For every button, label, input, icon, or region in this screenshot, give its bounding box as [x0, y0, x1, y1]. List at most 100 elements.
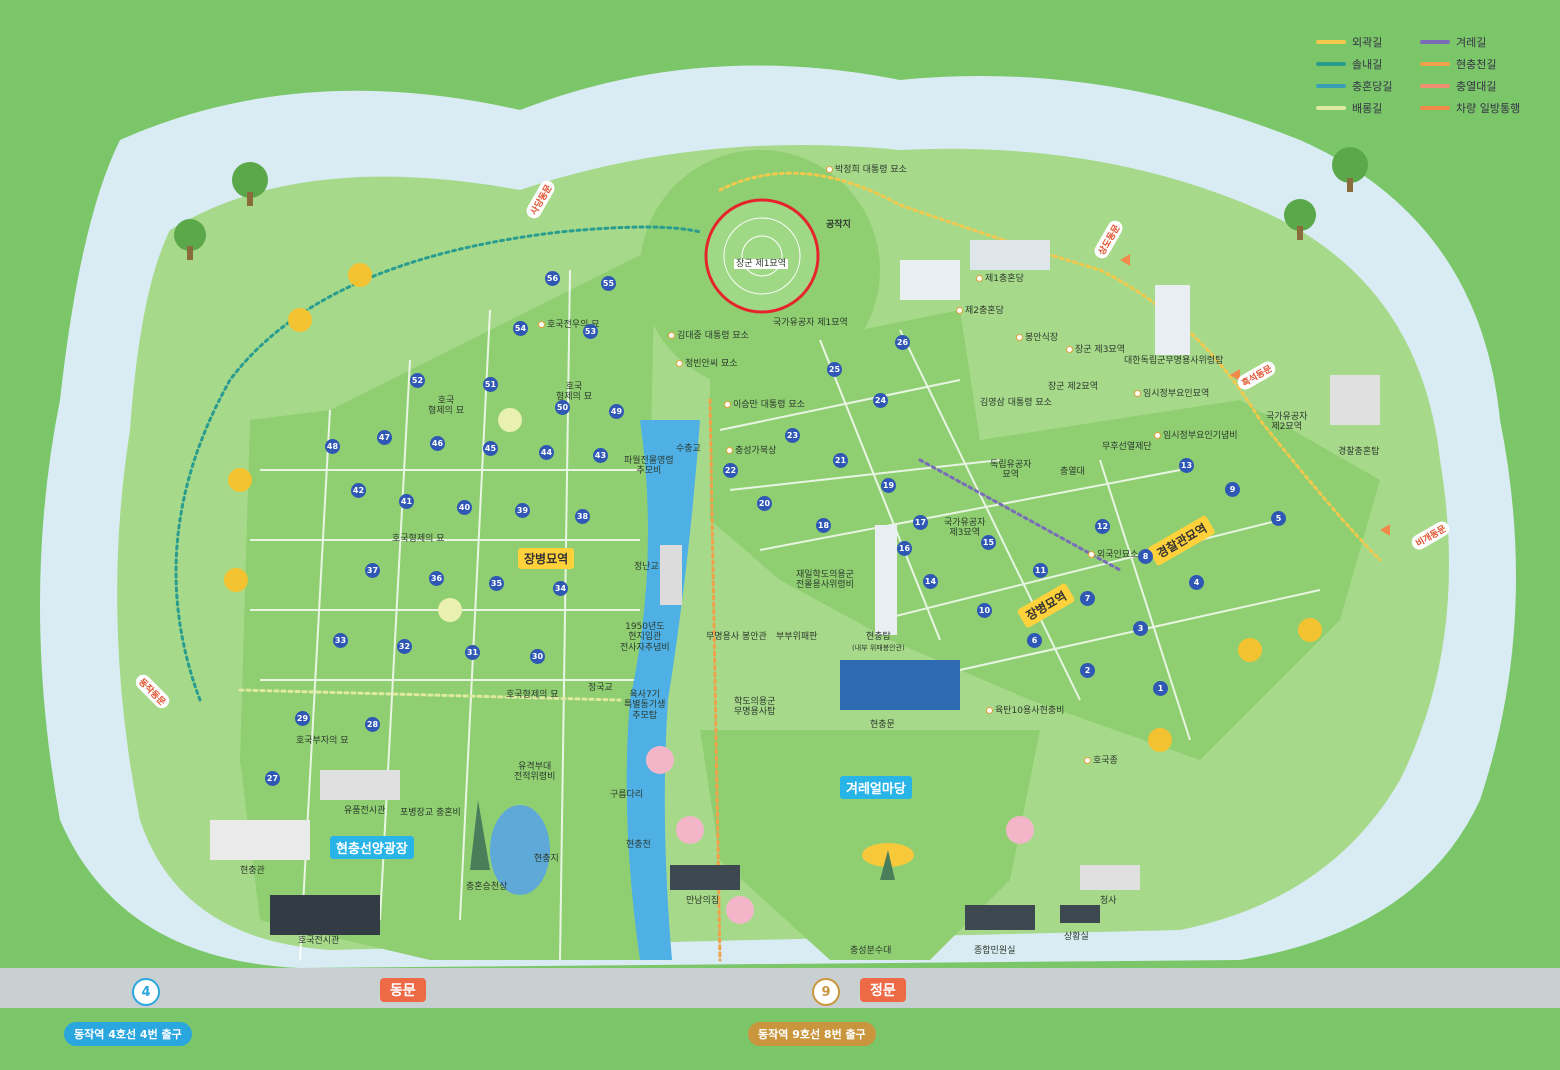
label-police-tower[interactable]: 경찰충혼탑 — [1338, 447, 1380, 457]
label-civil[interactable]: 종합민원실 — [974, 946, 1016, 956]
label-bongan[interactable]: 봉안식장 — [1016, 333, 1058, 343]
plot-marker-52[interactable]: 52 — [410, 373, 425, 388]
plot-marker-28[interactable]: 28 — [365, 717, 380, 732]
label-independence-tower[interactable]: 대한독립군무명용사위령탑 — [1124, 356, 1224, 366]
east-gate-button[interactable]: 동문 — [380, 978, 426, 1002]
label-jangbin[interactable]: 정빈안씨 묘소 — [676, 359, 738, 369]
plot-marker-47[interactable]: 47 — [377, 430, 392, 445]
label-merit2[interactable]: 국가유공자 제2묘역 — [1266, 412, 1308, 433]
plot-marker-20[interactable]: 20 — [757, 496, 772, 511]
label-hakdo[interactable]: 학도의용군 무명용사탑 — [734, 697, 776, 718]
plot-marker-40[interactable]: 40 — [457, 500, 472, 515]
label-hoguk-exhibit[interactable]: 호국전시관 — [298, 936, 340, 946]
label-mannam[interactable]: 만남의집 — [686, 896, 720, 906]
plot-marker-42[interactable]: 42 — [351, 483, 366, 498]
plot-marker-36[interactable]: 36 — [429, 571, 444, 586]
plot-marker-16[interactable]: 16 — [897, 541, 912, 556]
plot-marker-33[interactable]: 33 — [333, 633, 348, 648]
plot-marker-45[interactable]: 45 — [483, 441, 498, 456]
plot-marker-2[interactable]: 2 — [1080, 663, 1095, 678]
plot-marker-38[interactable]: 38 — [575, 509, 590, 524]
label-memorial-1950[interactable]: 1950년도 현지입관 전사자추념비 — [620, 622, 670, 653]
label-gureum[interactable]: 구름다리 — [610, 790, 644, 800]
line4-exit-badge[interactable]: 동작역 4호선 4번 출구 — [64, 1022, 192, 1046]
label-jeongnangyo[interactable]: 정난교 — [634, 562, 659, 572]
label-general2[interactable]: 장군 제2묘역 — [1048, 382, 1098, 392]
label-yuksa[interactable]: 육사7기 특별동기생 추모탑 — [624, 690, 666, 721]
label-reception[interactable]: 상황실 — [1064, 932, 1089, 942]
plot-marker-25[interactable]: 25 — [827, 362, 842, 377]
label-office[interactable]: 청사 — [1100, 896, 1117, 906]
zone-tag-gyeore[interactable]: 겨레얼마당 — [840, 776, 912, 799]
plot-marker-15[interactable]: 15 — [981, 535, 996, 550]
label-independence-merit[interactable]: 독립유공자 묘역 — [990, 460, 1032, 481]
plot-marker-49[interactable]: 49 — [609, 404, 624, 419]
plot-marker-9[interactable]: 9 — [1225, 482, 1240, 497]
plot-marker-14[interactable]: 14 — [923, 574, 938, 589]
plot-marker-18[interactable]: 18 — [816, 518, 831, 533]
plot-marker-17[interactable]: 17 — [913, 515, 928, 530]
plot-marker-8[interactable]: 8 — [1138, 549, 1153, 564]
plot-marker-43[interactable]: 43 — [593, 448, 608, 463]
plot-marker-10[interactable]: 10 — [977, 603, 992, 618]
label-hyeonchungtap[interactable]: 현충탑 — [866, 632, 891, 642]
label-musu[interactable]: 무후선열제단 — [1102, 442, 1152, 452]
zone-tag-hyeonchung-plaza[interactable]: 현충선양광장 — [330, 836, 414, 859]
label-hoguk-soul[interactable]: 호국전우의 묘 — [538, 320, 600, 330]
plot-marker-39[interactable]: 39 — [515, 503, 530, 518]
label-brothers-1[interactable]: 호국 형제의 묘 — [428, 396, 464, 417]
plot-marker-21[interactable]: 21 — [833, 453, 848, 468]
label-park-tomb[interactable]: 박정희 대통령 묘소 — [826, 165, 907, 175]
plot-marker-27[interactable]: 27 — [265, 771, 280, 786]
label-suchunggyo[interactable]: 수충교 — [676, 444, 701, 454]
label-fountain[interactable]: 충성분수대 — [850, 946, 892, 956]
plot-marker-11[interactable]: 11 — [1033, 563, 1048, 578]
plot-marker-31[interactable]: 31 — [465, 645, 480, 660]
label-merit3[interactable]: 국가유공자 제3묘역 — [944, 518, 986, 539]
label-provisional[interactable]: 임시정부요인묘역 — [1134, 389, 1209, 399]
label-musa-bongan[interactable]: 무명용사 봉안관 — [706, 632, 767, 642]
plot-marker-3[interactable]: 3 — [1133, 621, 1148, 636]
label-gongjakji[interactable]: 공작지 — [826, 220, 851, 230]
plot-marker-32[interactable]: 32 — [397, 639, 412, 654]
label-hyeonchungcheon[interactable]: 현충천 — [626, 840, 651, 850]
plot-marker-35[interactable]: 35 — [489, 576, 504, 591]
label-general1[interactable]: 장군 제1묘역 — [734, 259, 788, 270]
label-kim-ys[interactable]: 김영삼 대통령 묘소 — [980, 398, 1052, 408]
label-brothers-2[interactable]: 호국 형제의 묘 — [556, 382, 592, 403]
plot-marker-50[interactable]: 50 — [555, 400, 570, 415]
label-couple[interactable]: 호국부자의 묘 — [296, 736, 349, 746]
plot-marker-44[interactable]: 44 — [539, 445, 554, 460]
plot-marker-51[interactable]: 51 — [483, 377, 498, 392]
line9-exit-badge[interactable]: 동작역 9호선 8번 출구 — [748, 1022, 876, 1046]
label-provisional-memorial[interactable]: 임시정부요인기념비 — [1154, 431, 1238, 441]
label-pobyeong[interactable]: 포병장교 충혼비 — [400, 808, 461, 818]
label-yuktan[interactable]: 육탄10용사현충비 — [986, 706, 1064, 716]
label-yupum[interactable]: 유품전시관 — [344, 806, 386, 816]
label-jaeil[interactable]: 재일학도의용군 전몰용사위령비 — [796, 570, 854, 591]
label-bubu[interactable]: 부부위패판 — [776, 632, 818, 642]
label-hyeonchungmun[interactable]: 현충문 — [870, 720, 895, 730]
label-chungyeoldae[interactable]: 충열대 — [1060, 467, 1085, 477]
plot-marker-22[interactable]: 22 — [723, 463, 738, 478]
plot-marker-7[interactable]: 7 — [1080, 591, 1095, 606]
label-hoguk-bell[interactable]: 호국종 — [1084, 756, 1118, 766]
plot-marker-56[interactable]: 56 — [545, 271, 560, 286]
plot-marker-13[interactable]: 13 — [1179, 458, 1194, 473]
label-general3[interactable]: 장군 제3묘역 — [1066, 345, 1125, 355]
label-rhee-tomb[interactable]: 이승만 대통령 묘소 — [724, 400, 805, 410]
plot-marker-24[interactable]: 24 — [873, 393, 888, 408]
label-brothers-3[interactable]: 호국형제의 묘 — [392, 534, 445, 544]
label-hyeonchunggwan[interactable]: 현충관 — [240, 866, 265, 876]
plot-marker-37[interactable]: 37 — [365, 563, 380, 578]
label-chunghon-statue[interactable]: 충혼승천상 — [466, 882, 508, 892]
label-chungseong[interactable]: 충성가북상 — [726, 446, 776, 456]
label-jeongguk[interactable]: 정국교 — [588, 683, 613, 693]
label-merit1[interactable]: 국가유공자 제1묘역 — [773, 318, 848, 328]
plot-marker-4[interactable]: 4 — [1189, 575, 1204, 590]
plot-marker-1[interactable]: 1 — [1153, 681, 1168, 696]
plot-marker-34[interactable]: 34 — [553, 581, 568, 596]
plot-marker-6[interactable]: 6 — [1027, 633, 1042, 648]
plot-marker-55[interactable]: 55 — [601, 276, 616, 291]
plot-marker-30[interactable]: 30 — [530, 649, 545, 664]
